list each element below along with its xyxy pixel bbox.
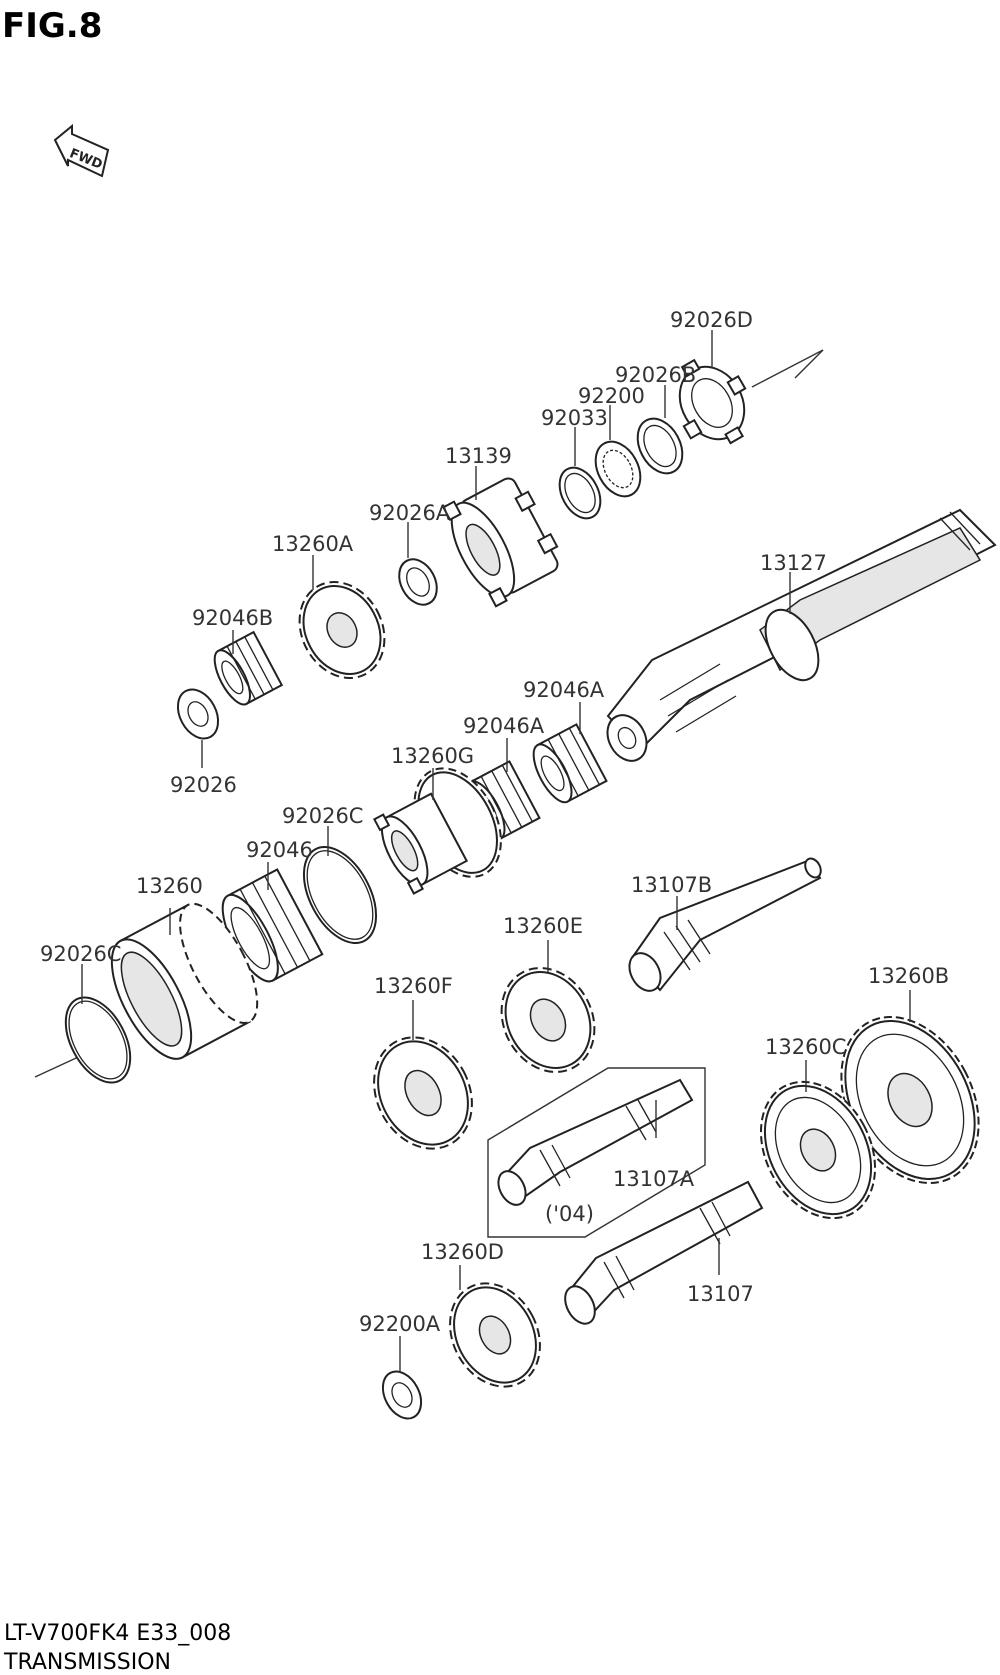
callout-92046: 92046 — [246, 838, 313, 862]
part-92033 — [558, 466, 602, 520]
callout-92200: 92200 — [578, 384, 645, 408]
callout-13260A: 13260A — [272, 532, 354, 556]
callout-92026C-2: 92026C — [40, 942, 121, 966]
part-92200 — [594, 440, 642, 498]
callout-92026C-1: 92026C — [282, 804, 363, 828]
callout-13260: 13260 — [136, 874, 203, 898]
callout-13107B: 13107B — [631, 873, 712, 897]
part-92026B — [636, 417, 684, 475]
part-13107 — [564, 1180, 764, 1325]
callout-13260G: 13260G — [391, 744, 474, 768]
part-13260 — [110, 902, 259, 1060]
callout-92200A: 92200A — [359, 1312, 441, 1336]
footer-model-code: LT-V700FK4 E33_008 — [4, 1621, 231, 1646]
callout-92046A-1: 92046A — [463, 714, 545, 738]
callout-13107A: 13107A — [613, 1167, 695, 1191]
callout-92026D: 92026D — [670, 308, 753, 332]
callout-92026A: 92026A — [369, 501, 451, 525]
part-13260A — [298, 581, 386, 679]
part-13260D — [449, 1282, 541, 1388]
inset-box — [487, 1067, 706, 1238]
part-13127 — [606, 508, 997, 762]
part-13260G — [373, 767, 502, 895]
callout-13260E: 13260E — [503, 914, 583, 938]
part-92200A — [381, 1370, 423, 1420]
axis-arrow-top — [794, 349, 824, 379]
part-13260F — [373, 1036, 473, 1150]
callout-labels: 92026D 92026B 92200 92033 13139 92026A 1… — [40, 308, 949, 1336]
part-92046A-2 — [532, 723, 608, 804]
part-13260E — [500, 967, 596, 1073]
callout-13260B: 13260B — [868, 964, 949, 988]
callout-92026: 92026 — [170, 773, 237, 797]
inset-note: ('04) — [545, 1202, 594, 1226]
figure-title: FIG.8 — [2, 6, 102, 46]
footer-section: TRANSMISSION — [3, 1650, 171, 1675]
part-13107B — [628, 857, 822, 992]
fwd-arrow-icon: FWD — [53, 123, 110, 178]
part-13139 — [442, 477, 559, 608]
callout-92026B: 92026B — [615, 363, 696, 387]
part-92046B — [213, 630, 284, 706]
callout-13260C: 13260C — [765, 1035, 846, 1059]
callout-13260D: 13260D — [421, 1240, 504, 1264]
axis-line-top — [751, 349, 824, 388]
part-92026D — [678, 358, 747, 445]
callout-92046B: 92046B — [192, 606, 273, 630]
part-92026C-1 — [302, 845, 378, 945]
callout-13107: 13107 — [687, 1282, 754, 1306]
leader-lines — [81, 330, 911, 1372]
part-92026A — [398, 558, 438, 606]
part-92026C-2 — [64, 996, 132, 1084]
callout-92033: 92033 — [541, 406, 608, 430]
part-13107A — [497, 1078, 694, 1206]
callout-13260F: 13260F — [374, 974, 453, 998]
part-13260B — [840, 1016, 980, 1184]
callout-13139: 13139 — [445, 444, 512, 468]
part-13260C — [759, 1080, 877, 1220]
callout-13127: 13127 — [760, 551, 827, 575]
callout-92046A-2: 92046A — [523, 678, 605, 702]
part-92026 — [176, 688, 220, 740]
